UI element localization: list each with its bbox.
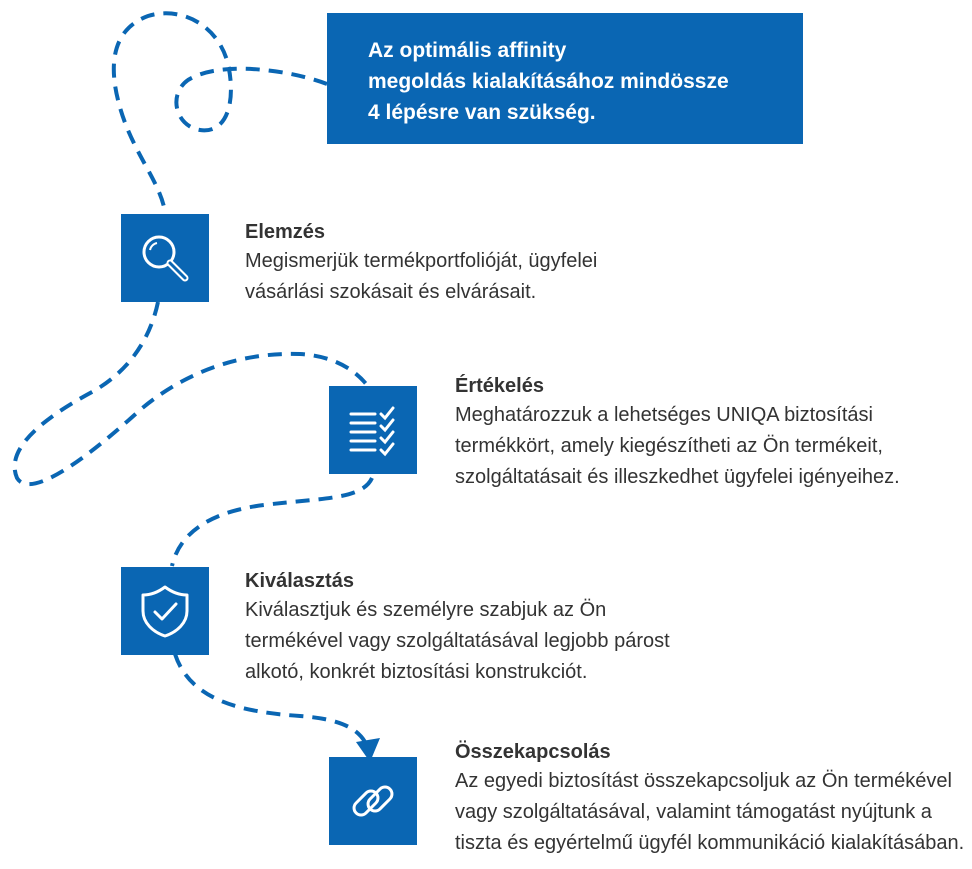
step-ertekeles: Értékelés Meghatározzuk a lehetséges UNI… <box>455 372 900 493</box>
intro-line: megoldás kialakításához mindössze <box>368 70 729 93</box>
arrow-head-icon <box>356 738 380 762</box>
step-elemzes-icon-box <box>121 214 209 302</box>
link-chain-icon <box>352 785 394 817</box>
step-title: Kiválasztás <box>245 570 354 592</box>
step-title: Elemzés <box>245 221 326 243</box>
step-title: Összekapcsolás <box>455 741 611 763</box>
step-line: Megismerjük termékportfolióját, ügyfelei <box>245 250 598 272</box>
step-line: vagy szolgáltatásával, valamint támogatá… <box>455 801 932 823</box>
step-line: Az egyedi biztosítást összekapcsoljuk az… <box>455 770 952 792</box>
step-osszekapcsolas-icon-box <box>329 757 417 845</box>
step-kivalasztas-icon-box <box>121 567 209 655</box>
step-description: Az egyedi biztosítást összekapcsoljuk az… <box>455 766 964 859</box>
step-elemzes: Elemzés Megismerjük termékportfolióját, … <box>245 218 597 308</box>
checklist-icon <box>349 406 395 457</box>
step-line: Kiválasztjuk és személyre szabjuk az Ön <box>245 599 607 621</box>
step-description: Megismerjük termékportfolióját, ügyfelei… <box>245 246 597 308</box>
magnifier-icon <box>142 235 189 282</box>
step-line: Meghatározzuk a lehetséges UNIQA biztosí… <box>455 404 873 426</box>
step-osszekapcsolas: Összekapcsolás Az egyedi biztosítást öss… <box>455 738 964 859</box>
step-line: alkotó, konkrét biztosítási konstrukciót… <box>245 661 588 683</box>
intro-line: 4 lépésre van szükség. <box>368 101 596 124</box>
step-description: Meghatározzuk a lehetséges UNIQA biztosí… <box>455 400 900 493</box>
intro-line: Az optimális affinity <box>368 39 567 62</box>
step-ertekeles-icon-box <box>329 386 417 474</box>
step-line: vásárlási szokásait és elvárásait. <box>245 281 537 303</box>
step-line: szolgáltatásait és illeszkedhet ügyfelei… <box>455 466 900 488</box>
step-title: Értékelés <box>455 375 544 397</box>
shield-check-icon <box>141 585 189 638</box>
step-line: termékkört, amely kiegészítheti az Ön te… <box>455 435 883 457</box>
step-line: termékével vagy szolgáltatásával legjobb… <box>245 630 670 652</box>
step-description: Kiválasztjuk és személyre szabjuk az Ön … <box>245 595 670 688</box>
step-kivalasztas: Kiválasztás Kiválasztjuk és személyre sz… <box>245 567 670 688</box>
intro-callout: Az optimális affinity megoldás kialakítá… <box>327 13 803 144</box>
step-line: tiszta és egyértelmű ügyfél kommunikáció… <box>455 832 965 854</box>
